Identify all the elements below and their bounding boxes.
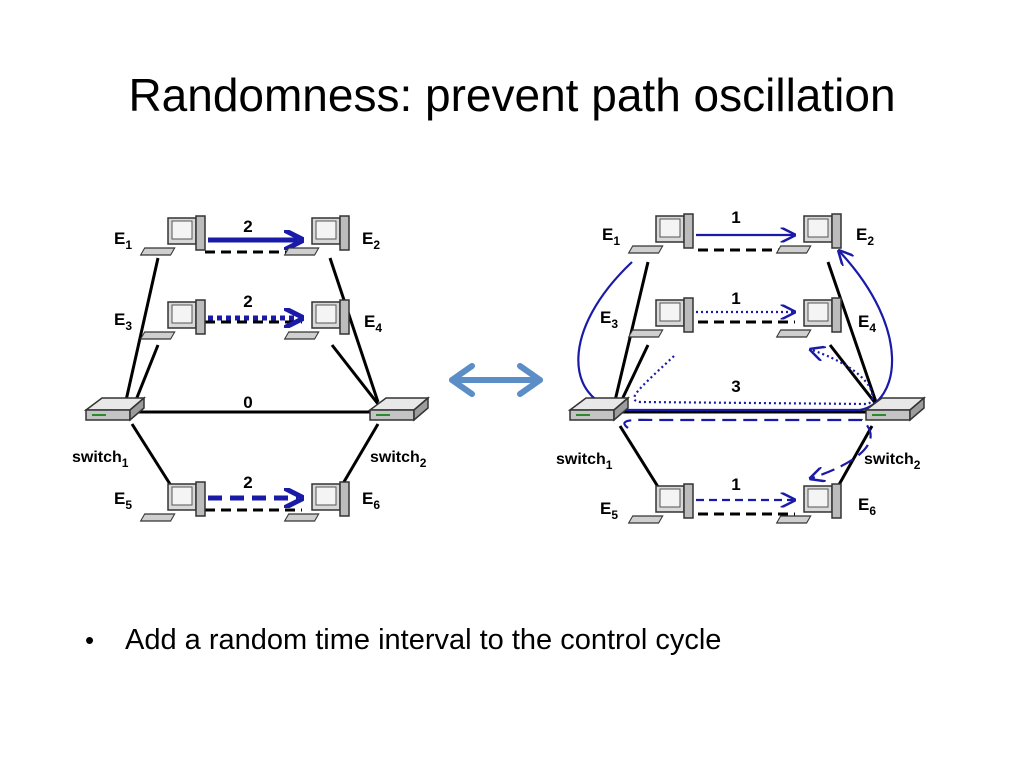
- left-labels: E1 E2 E3 E4 E5 E6 switch1 switch2: [72, 229, 427, 512]
- computer-icon: [283, 481, 350, 522]
- network-switch-icon: [85, 397, 145, 421]
- computer-icon: [139, 299, 206, 340]
- node-label-e3: E3: [114, 310, 132, 333]
- bullet-dot-icon: •: [85, 625, 95, 655]
- node-label-e2: E2: [856, 225, 874, 248]
- network-switch-icon: [569, 397, 629, 421]
- flow-count-e3-e4: 2: [243, 292, 252, 311]
- node-label-e4: E4: [364, 312, 382, 335]
- left-flows: [208, 240, 298, 498]
- node-label-switch2: switch2: [370, 449, 427, 470]
- left-hosts: [85, 215, 429, 522]
- right-topology: 1 1 3 1 E1 E2 E3 E4 E5 E6 switch1 switch…: [556, 208, 925, 524]
- flow-count-e1-e2: 2: [243, 217, 252, 236]
- double-arrow-icon: [449, 363, 543, 397]
- flow-e5-e6-via-switches: [623, 418, 872, 478]
- bullet-text: Add a random time interval to the contro…: [125, 624, 722, 656]
- link-e5-switch1: [130, 423, 177, 493]
- link-e6-switch2: [834, 425, 874, 491]
- link-e6-switch2: [336, 423, 380, 493]
- node-label-e5: E5: [114, 489, 132, 512]
- link-e1-switch1: [123, 257, 160, 406]
- node-label-switch1: switch1: [72, 449, 129, 470]
- right-links: [612, 248, 878, 516]
- link-e4-switch2: [330, 344, 380, 405]
- link-e4-switch2: [828, 344, 878, 405]
- flow-count-switch-link: 0: [243, 393, 252, 412]
- right-flows: [577, 235, 894, 500]
- node-label-switch2: switch2: [864, 451, 921, 472]
- node-label-e1: E1: [114, 229, 132, 252]
- flow-count-e3-e4: 1: [731, 289, 740, 308]
- computer-icon: [283, 215, 350, 256]
- link-e2-switch2: [826, 261, 878, 403]
- computer-icon: [627, 213, 694, 254]
- flow-count-switch-link: 3: [731, 377, 740, 396]
- node-label-e6: E6: [858, 495, 876, 518]
- bullet-item: • Add a random time interval to the cont…: [85, 624, 721, 657]
- computer-icon: [139, 481, 206, 522]
- computer-icon: [775, 483, 842, 524]
- flow-count-e5-e6: 1: [731, 475, 740, 494]
- left-links: [123, 250, 380, 512]
- left-topology: 2 2 0 2 E1 E2 E3 E4 E5 E6 switch1 switch…: [72, 215, 429, 522]
- computer-icon: [627, 483, 694, 524]
- node-label-e5: E5: [600, 499, 618, 522]
- flow-count-e5-e6: 2: [243, 473, 252, 492]
- flow-count-e1-e2: 1: [731, 208, 740, 227]
- node-label-e3: E3: [600, 308, 618, 331]
- node-label-e4: E4: [858, 312, 876, 335]
- computer-icon: [775, 213, 842, 254]
- computer-icon: [775, 297, 842, 338]
- computer-icon: [283, 299, 350, 340]
- bullet-list: • Add a random time interval to the cont…: [85, 624, 721, 657]
- link-e5-switch1: [618, 425, 662, 491]
- node-label-e1: E1: [602, 225, 620, 248]
- computer-icon: [139, 215, 206, 256]
- slide-title: Randomness: prevent path oscillation: [128, 69, 896, 121]
- node-label-e2: E2: [362, 229, 380, 252]
- node-label-switch1: switch1: [556, 451, 613, 472]
- link-e2-switch2: [328, 257, 380, 403]
- node-label-e6: E6: [362, 489, 380, 512]
- flow-e3-e4-via-switches: [633, 350, 874, 406]
